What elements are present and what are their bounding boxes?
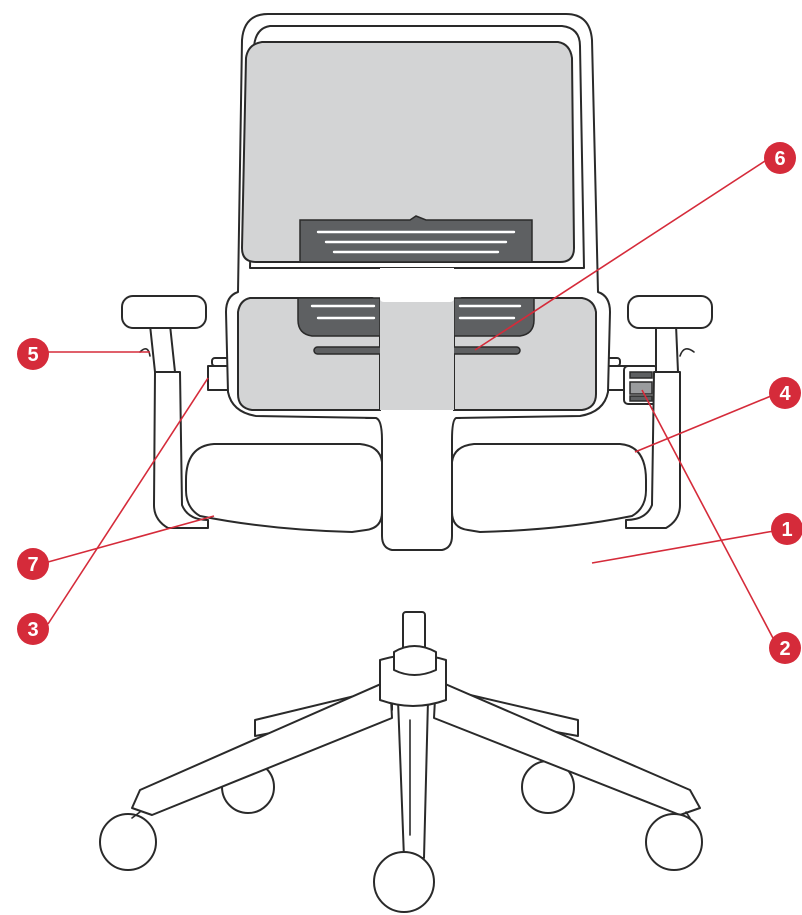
armrest-pad-left <box>121 295 207 329</box>
lever-knob-right <box>623 365 659 405</box>
callout-label-4: 4 <box>779 383 791 405</box>
callout-label-2: 2 <box>779 638 790 660</box>
callout-1: 1 <box>771 513 802 545</box>
leg-front-right <box>433 679 701 816</box>
leader-3 <box>47 377 209 625</box>
leader-1 <box>591 530 775 564</box>
caster-front-left <box>99 813 157 871</box>
backrest <box>225 13 611 551</box>
caster-front-center <box>373 851 435 913</box>
seat-cushion <box>185 443 647 533</box>
callout-label-7: 7 <box>27 554 38 576</box>
callout-leaders <box>47 160 775 641</box>
caster-front-right <box>645 813 703 871</box>
callout-label-1: 1 <box>781 519 792 541</box>
armrest-pad-right <box>627 295 713 329</box>
armrest-left <box>121 295 209 529</box>
lumbar-support <box>297 215 535 410</box>
leader-4 <box>634 395 772 453</box>
leg-front-left <box>131 679 393 816</box>
gas-cylinder <box>393 611 437 676</box>
leader-6 <box>474 160 766 351</box>
callout-7: 7 <box>17 548 49 580</box>
leader-7 <box>47 515 215 563</box>
callout-label-3: 3 <box>27 619 38 641</box>
armrest-right <box>625 295 713 529</box>
leader-2 <box>641 389 775 641</box>
callout-label-6: 6 <box>774 148 785 170</box>
callout-2: 2 <box>769 632 801 664</box>
chair-base <box>99 654 703 913</box>
callout-4: 4 <box>769 377 801 409</box>
callout-6: 6 <box>764 142 796 174</box>
callout-3: 3 <box>17 613 49 645</box>
callout-5: 5 <box>17 338 49 370</box>
callout-label-5: 5 <box>27 344 38 366</box>
leg-center <box>397 699 429 859</box>
